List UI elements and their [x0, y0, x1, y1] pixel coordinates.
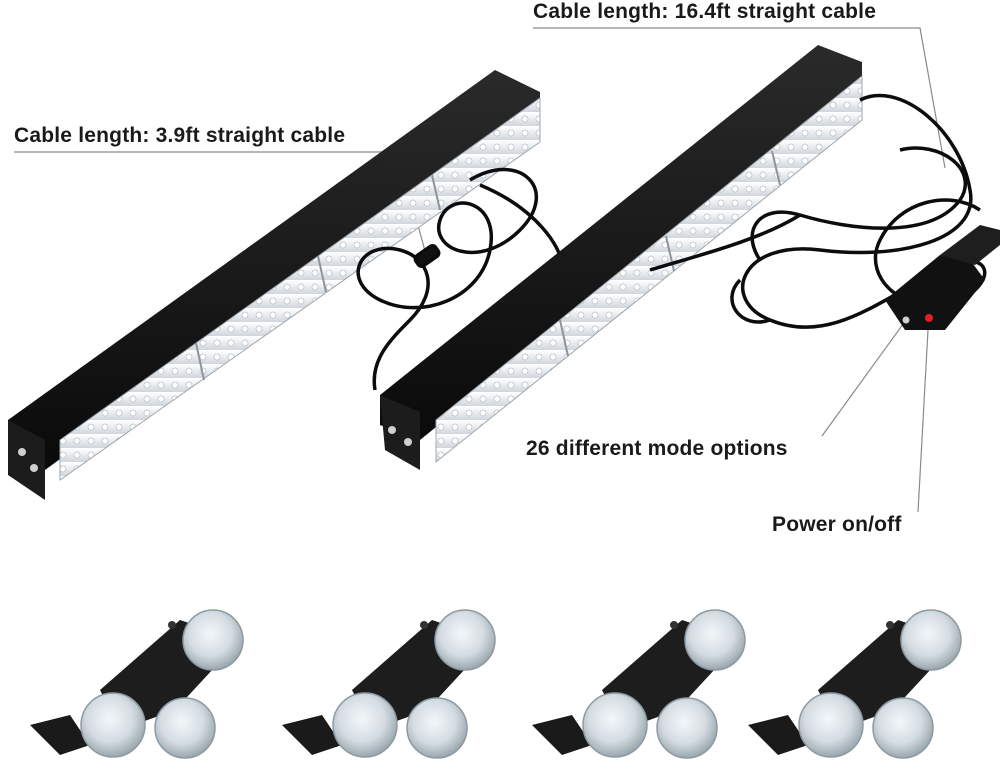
light-bar-long-endcap	[380, 395, 420, 470]
screw-icon	[670, 621, 678, 629]
suction-mount-4	[748, 609, 962, 759]
screw-icon	[18, 448, 26, 456]
leader-line-long-cable	[533, 27, 946, 169]
callout-power: Power on/off	[772, 513, 902, 536]
suction-mount-1	[30, 609, 244, 759]
light-bar-long-body	[380, 45, 862, 440]
screw-icon	[30, 464, 38, 472]
suction-mount-2	[282, 609, 496, 759]
screw-icon	[388, 426, 396, 434]
mode-button-icon	[902, 316, 910, 324]
leader-line-power	[917, 329, 929, 513]
light-bar-short-lens	[59, 97, 541, 481]
power-switch-icon	[925, 314, 933, 322]
callout-mode-options: 26 different mode options	[526, 437, 788, 460]
light-bar-short-endcap	[8, 420, 45, 500]
light-bar-short	[8, 70, 541, 500]
suction-mounts	[30, 609, 962, 759]
cable-long	[649, 93, 987, 330]
light-bar-short-body	[8, 70, 540, 470]
callout-long-cable: Cable length: 16.4ft straight cable	[533, 0, 877, 23]
light-bar-long	[380, 45, 863, 470]
light-bar-long-lens	[435, 74, 863, 464]
screw-icon	[886, 621, 894, 629]
screw-icon	[168, 621, 176, 629]
callout-short-cable: Cable length: 3.9ft straight cable	[14, 124, 346, 147]
leader-line-modes	[821, 319, 907, 437]
screw-icon	[420, 621, 428, 629]
screw-icon	[404, 438, 412, 446]
cigarette-plug	[885, 225, 1000, 330]
suction-mount-3	[532, 609, 746, 759]
